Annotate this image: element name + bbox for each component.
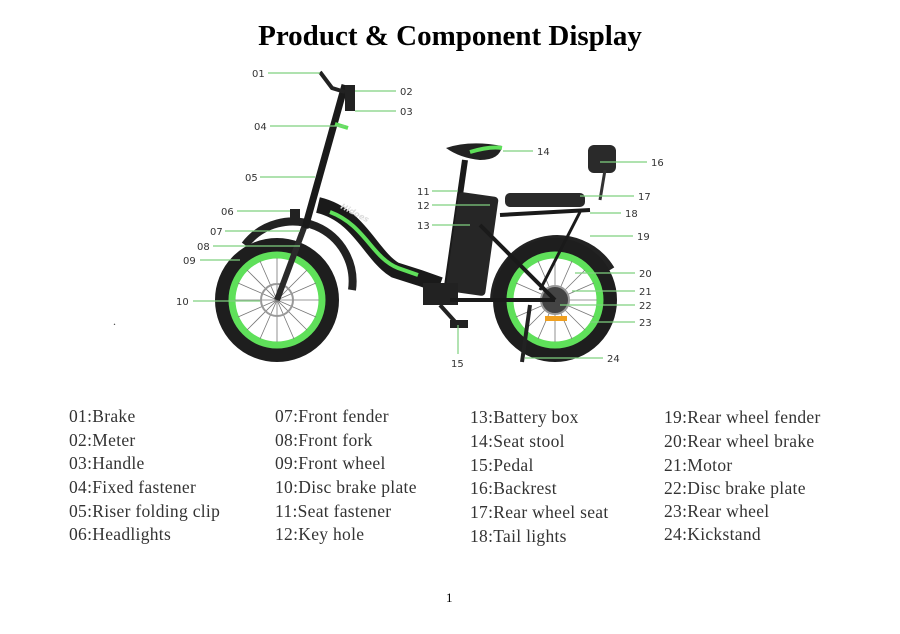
callout-24: 24 — [607, 354, 620, 365]
part-item: 07:Front fender — [275, 406, 389, 426]
part-item: 22:Disc brake plate — [664, 478, 806, 498]
callout-lines — [193, 72, 647, 359]
callout-23: 23 — [639, 318, 652, 329]
part-item: 19:Rear wheel fender — [664, 407, 821, 427]
part-item: 10:Disc brake plate — [275, 477, 417, 497]
page-title: Product & Component Display — [258, 20, 642, 52]
callout-04: 04 — [254, 122, 267, 133]
callout-06: 06 — [221, 207, 234, 218]
part-item: 23:Rear wheel — [664, 501, 770, 521]
callout-20: 20 — [639, 269, 652, 280]
part-item: 17:Rear wheel seat — [470, 502, 609, 522]
callout-11: 11 — [417, 187, 430, 198]
part-item: 05:Riser folding clip — [69, 501, 221, 521]
battery-box — [445, 192, 499, 296]
callout-05: 05 — [245, 173, 258, 184]
part-item: 24:Kickstand — [664, 524, 761, 544]
bike-drawing — [215, 70, 617, 363]
part-item: 11:Seat fastener — [275, 501, 392, 521]
backrest — [588, 145, 616, 173]
callout-02: 02 — [400, 87, 413, 98]
part-item: 14:Seat stool — [470, 431, 565, 451]
part-item: 06:Headlights — [69, 524, 172, 544]
callout-09: 09 — [183, 256, 196, 267]
part-item: 20:Rear wheel brake — [664, 431, 815, 451]
headlight — [290, 209, 300, 218]
front-fork — [274, 223, 308, 302]
callout-01: 01 — [252, 69, 265, 80]
part-item: 13:Battery box — [470, 407, 579, 427]
callout-17: 17 — [638, 192, 651, 203]
callout-07: 07 — [210, 227, 223, 238]
rear-seat — [505, 193, 585, 207]
kickstand — [520, 304, 532, 363]
page-number: 1 — [446, 590, 453, 605]
part-item: 01:Brake — [69, 406, 136, 426]
callout-22: 22 — [639, 301, 652, 312]
callout-19: 19 — [637, 232, 650, 243]
handlebar — [318, 70, 346, 94]
callout-15: 15 — [451, 359, 464, 370]
part-item: 03:Handle — [69, 453, 145, 473]
part-item: 08:Front fork — [275, 430, 373, 450]
part-item: 09:Front wheel — [275, 453, 386, 473]
part-item: 15:Pedal — [470, 455, 534, 475]
callout-13: 13 — [417, 221, 430, 232]
callout-08: 08 — [197, 242, 210, 253]
part-item: 21:Motor — [664, 455, 733, 475]
callout-12: 12 — [417, 201, 430, 212]
callout-21: 21 — [639, 287, 652, 298]
part-item: 04:Fixed fastener — [69, 477, 197, 497]
riser — [301, 84, 349, 229]
part-item: 12:Key hole — [275, 524, 365, 544]
callout-10: 10 — [176, 297, 189, 308]
stray-mark: . — [113, 314, 116, 328]
part-item: 18:Tail lights — [470, 526, 567, 546]
callout-16: 16 — [651, 158, 664, 169]
callout-18: 18 — [625, 209, 638, 220]
callout-03: 03 — [400, 107, 413, 118]
bike-illustration: 01 02 03 04 05 06 07 08 09 10 11 12 13 1… — [176, 69, 664, 370]
part-item: 02:Meter — [69, 430, 136, 450]
callout-14: 14 — [537, 147, 550, 158]
part-item: 16:Backrest — [470, 478, 557, 498]
